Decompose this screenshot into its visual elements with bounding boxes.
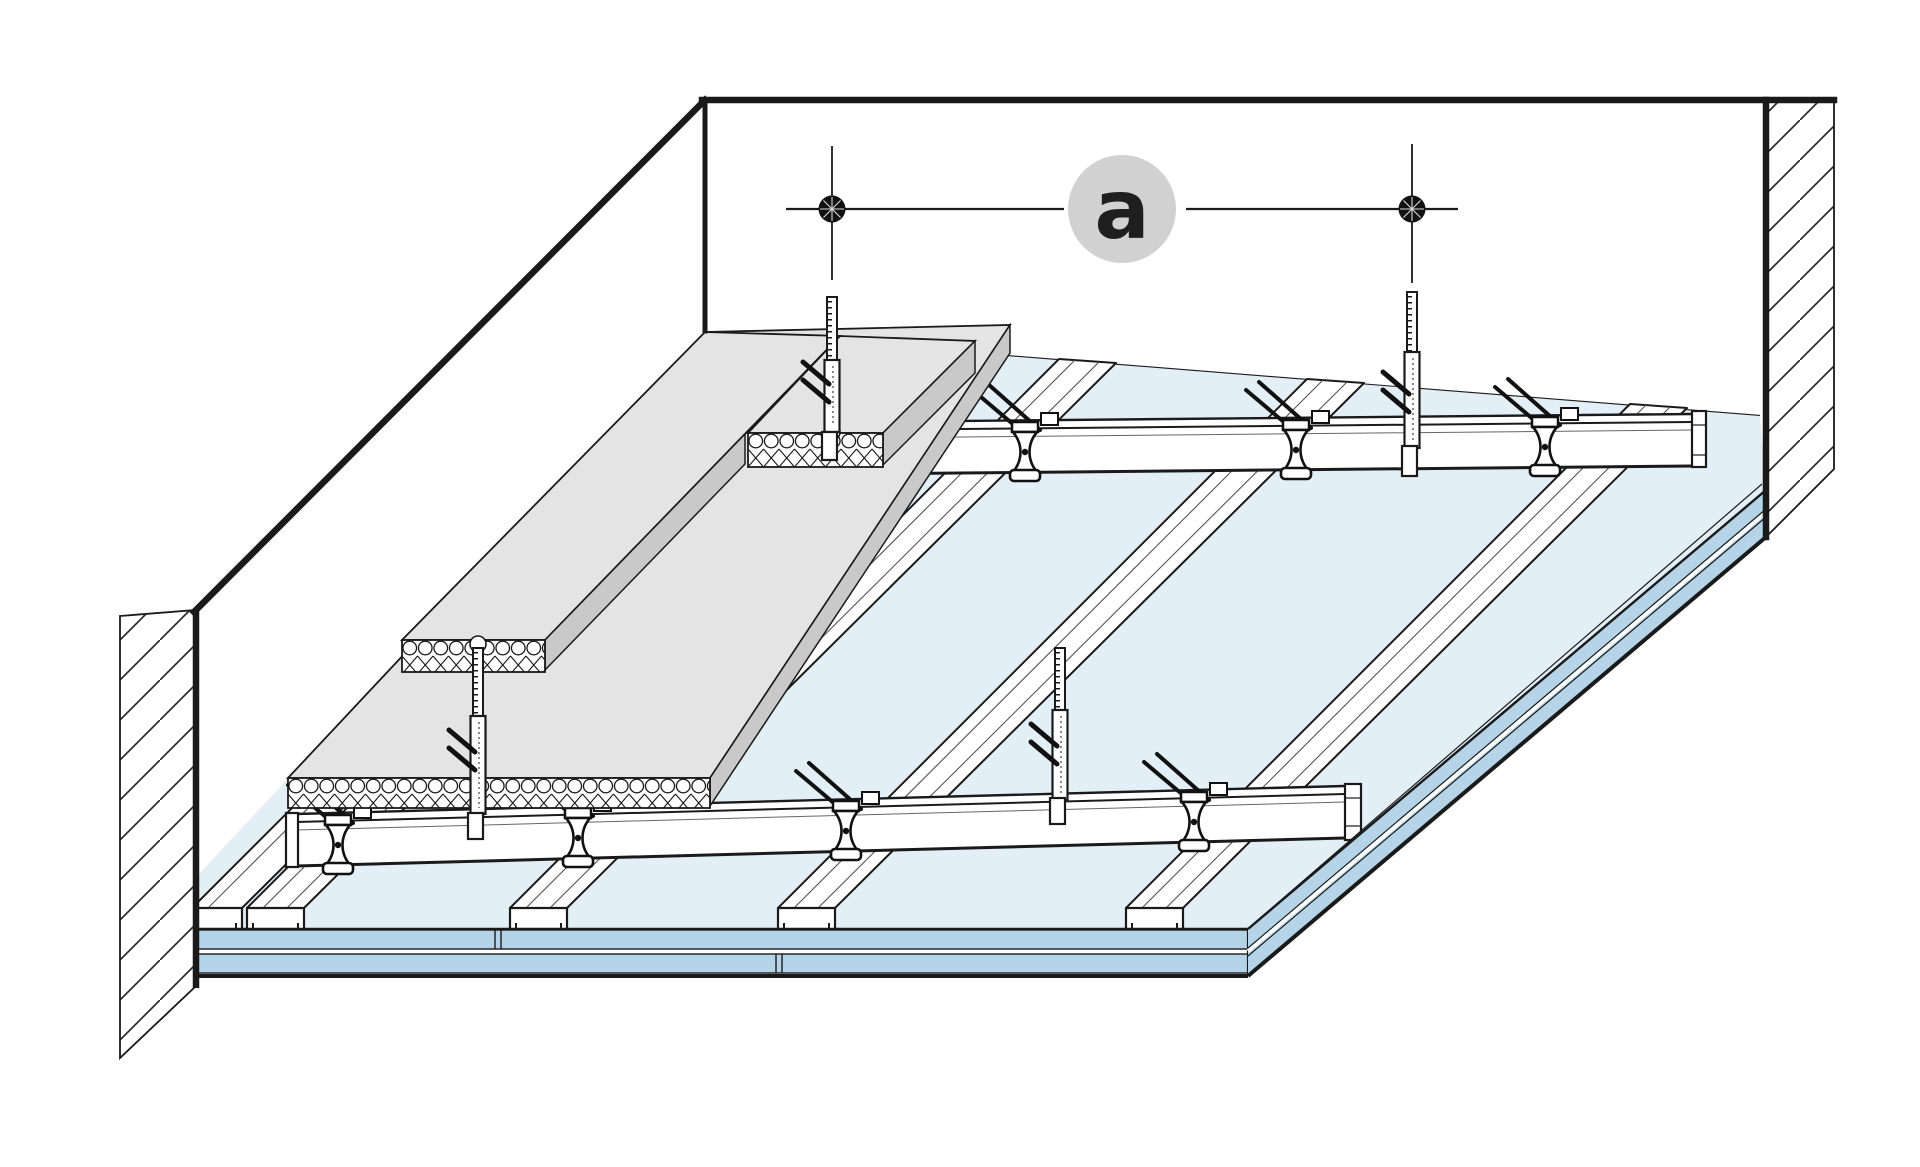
gypsum-layer-1-edge: [196, 929, 1249, 950]
room-outline: [189, 95, 1838, 617]
hanger-hook: [1048, 796, 1067, 826]
nonius-hanger: [800, 296, 841, 462]
nonius-hanger: [446, 635, 487, 841]
nonius-pin: [1028, 721, 1060, 749]
left-wall: [119, 609, 200, 1061]
dimension-dot: [818, 195, 846, 223]
dimension-label: a: [1094, 163, 1149, 258]
right-wall: [1765, 99, 1835, 540]
hanger-hook: [1400, 444, 1419, 478]
dimension-dot: [1398, 195, 1426, 223]
board-edge-front: [196, 927, 1250, 978]
mineral-wool-cut-face: [287, 777, 711, 809]
dimension-annotation: a: [786, 144, 1458, 283]
insulation-layer-2-right: [745, 335, 978, 468]
runner-end-cap: [1690, 409, 1708, 469]
nonius-pin: [1380, 369, 1412, 397]
board-joint: [775, 954, 783, 973]
hanger-hook: [466, 811, 485, 841]
dimension-label-circle: [1068, 155, 1176, 263]
runner-end-cap: [284, 811, 300, 869]
board-edge-right: [1246, 483, 1768, 978]
nonius-pin: [800, 359, 832, 387]
board-joint: [494, 930, 502, 949]
gypsum-layer-2-edge: [196, 953, 1249, 974]
runner-end-cap: [1343, 782, 1363, 842]
soffit-edge-left: [189, 95, 710, 617]
nonius-hanger: [1028, 647, 1069, 826]
hanger-hook: [820, 430, 839, 462]
nonius-hanger: [1380, 291, 1421, 478]
mineral-wool-cut-face: [747, 432, 884, 468]
nonius-pin: [446, 727, 478, 755]
